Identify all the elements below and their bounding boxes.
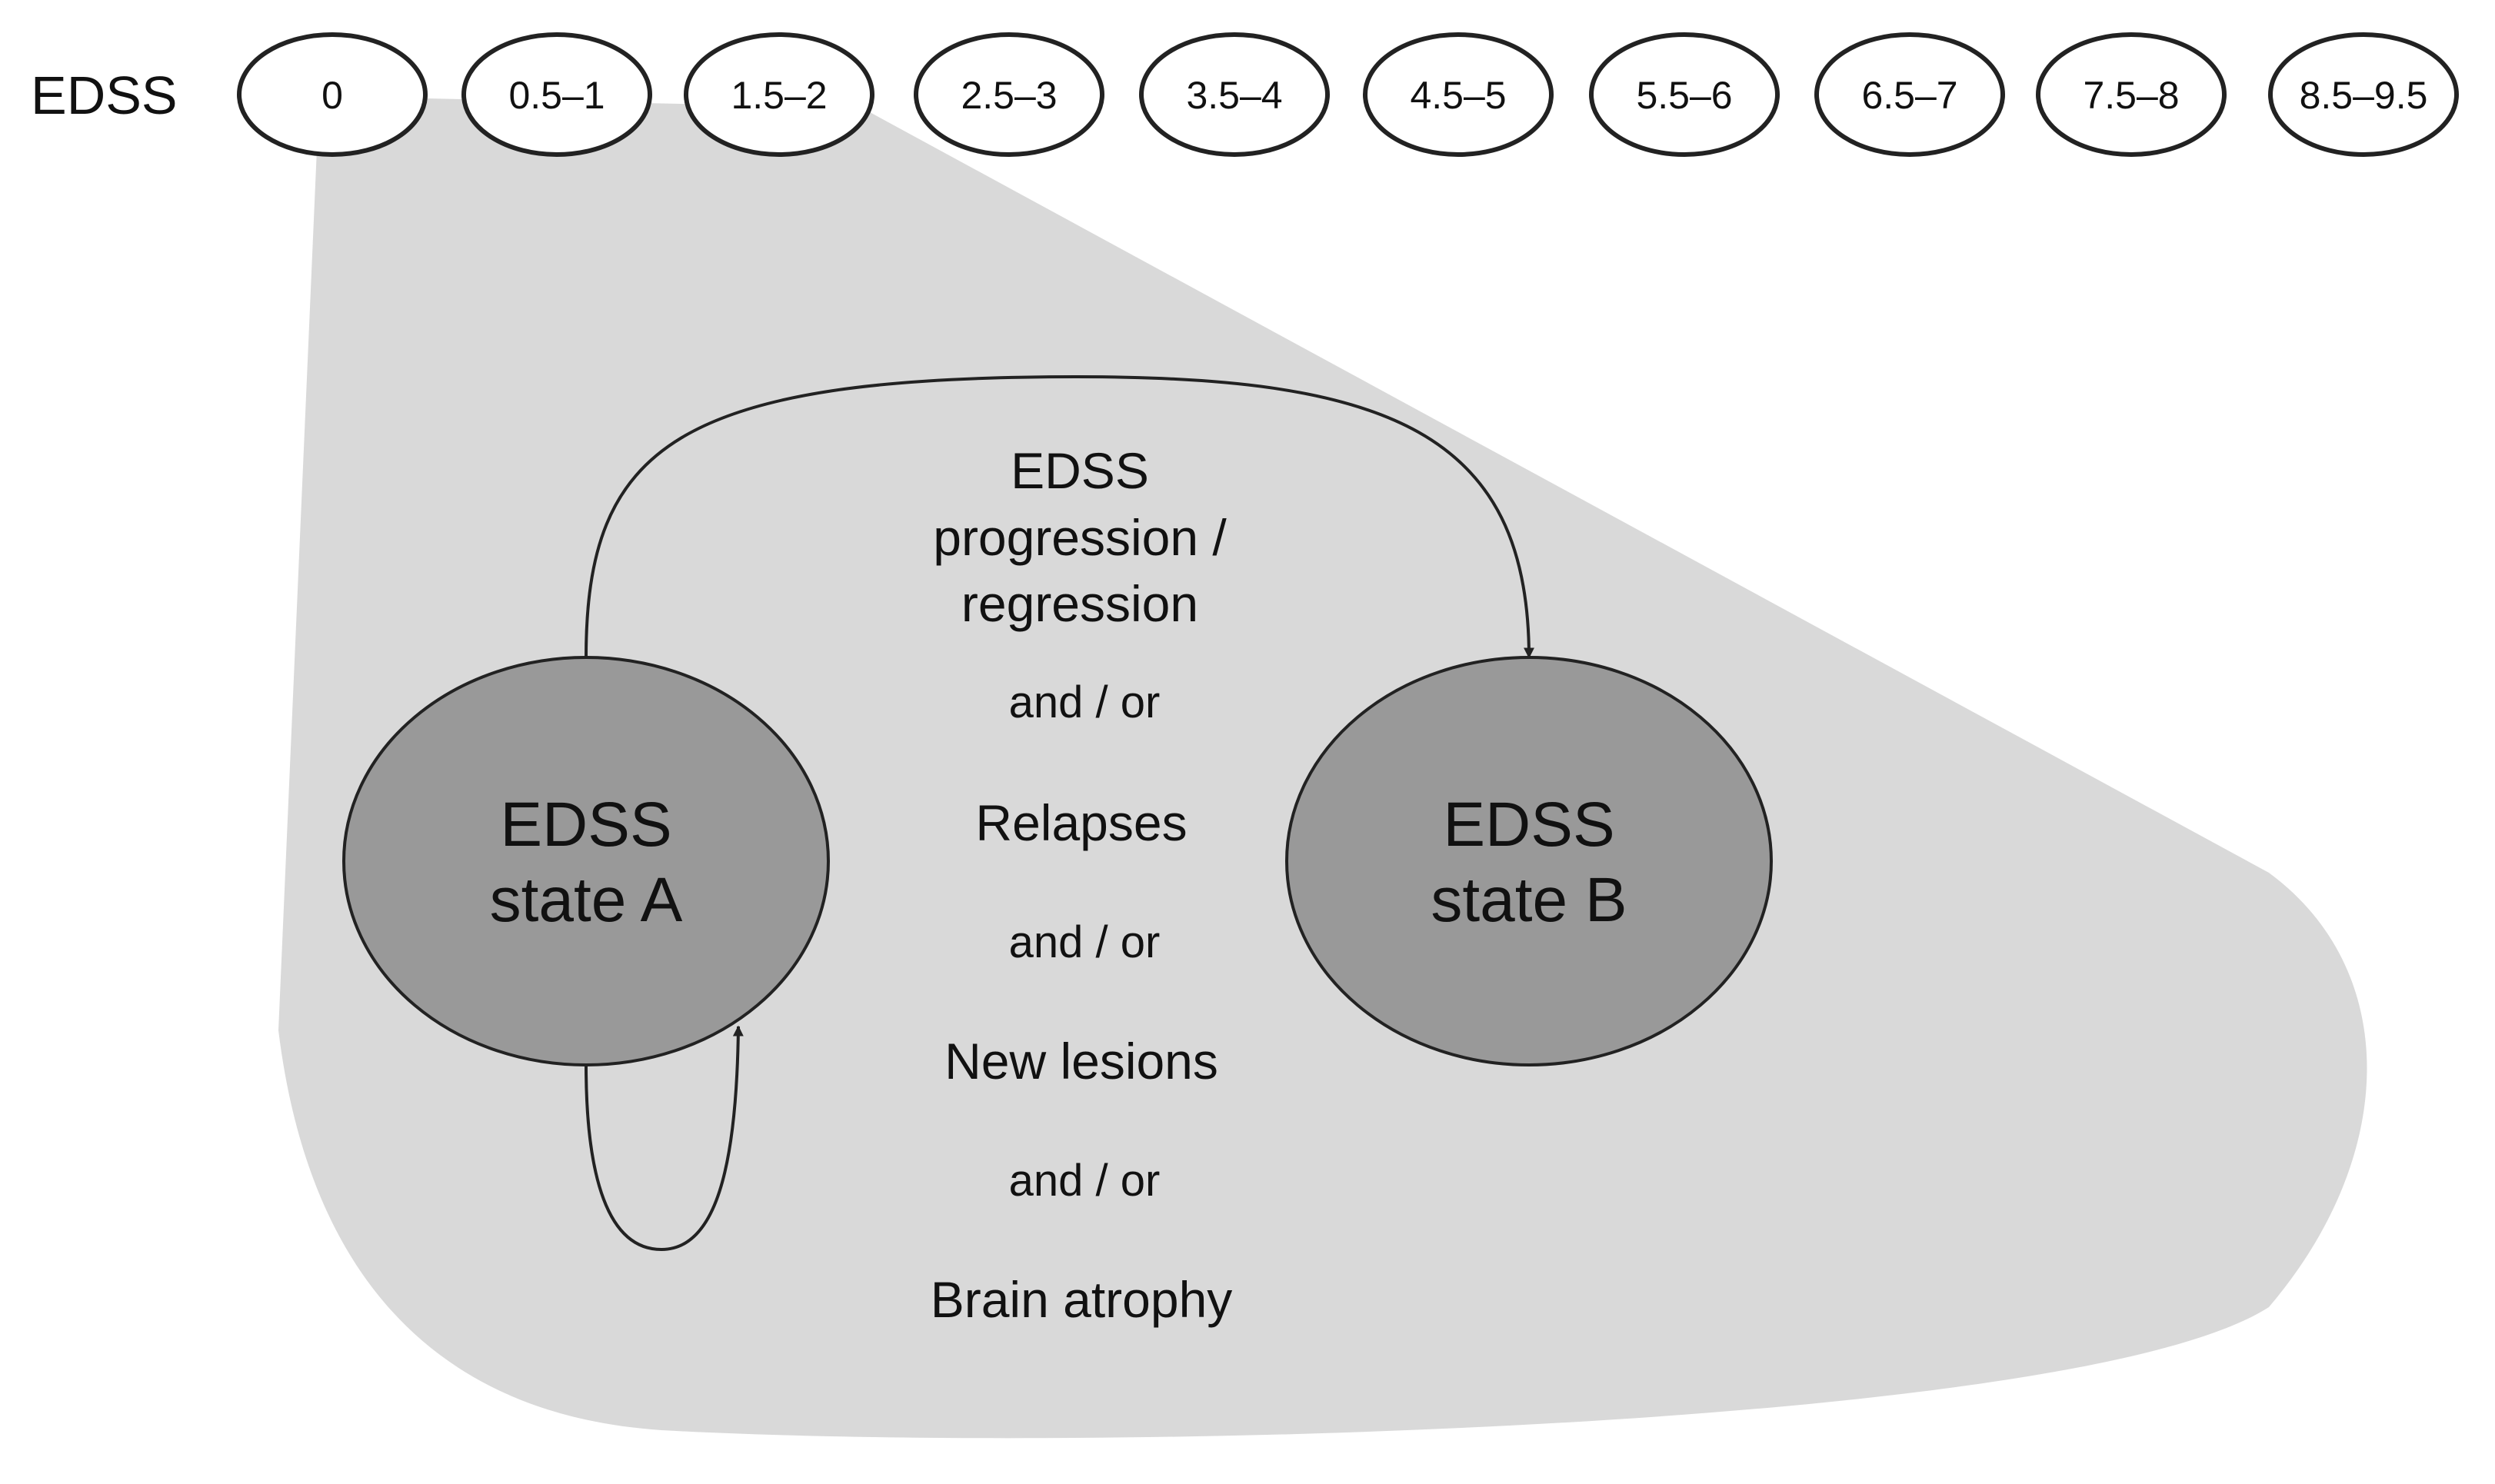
edss-scale-state: 7.5–8 <box>2036 32 2227 157</box>
transition-arrow-a-to-b <box>585 374 1534 659</box>
edss-scale-row: 0 0.5–1 1.5–2 2.5–3 3.5–4 4.5–5 5.5–6 6.5–7 7.5–… <box>237 32 2459 157</box>
edss-scale-state-label: 0.5–1 <box>508 74 605 117</box>
connector-and-or-3: and / or <box>1009 1156 1161 1206</box>
edss-scale-state: 3.5–4 <box>1139 32 1330 157</box>
state-b-label-line1: EDSS <box>1443 790 1614 860</box>
edss-scale-oval <box>1814 32 2005 157</box>
edss-scale-state: 1.5–2 <box>684 32 874 157</box>
edss-scale-oval <box>2268 32 2459 157</box>
progression-line3: regression <box>961 575 1198 632</box>
edss-scale-state-label: 5.5–6 <box>1636 74 1732 117</box>
edss-scale-state-label: 3.5–4 <box>1186 74 1282 117</box>
state-a-label-line1: EDSS <box>500 790 671 860</box>
edss-state-a-node <box>342 656 830 1066</box>
edss-state-b-node <box>1285 656 1773 1066</box>
edss-scale-state: 6.5–7 <box>1814 32 2005 157</box>
relapses-label: Relapses <box>975 794 1187 851</box>
edss-scale-label: EDSS <box>31 65 178 125</box>
edss-scale-oval <box>1363 32 1554 157</box>
connector-and-or-1: and / or <box>1009 677 1161 727</box>
edss-scale-state-label: 4.5–5 <box>1410 74 1506 117</box>
edss-scale-oval <box>237 32 428 157</box>
connector-and-or-2: and / or <box>1009 917 1161 967</box>
edss-scale-oval <box>1589 32 1780 157</box>
edss-scale-state: 0.5–1 <box>461 32 652 157</box>
edss-scale-oval <box>1139 32 1330 157</box>
edss-scale-state-label: 0 <box>321 74 343 117</box>
state-a-label-line2: state A <box>490 865 683 935</box>
state-b-label-line2: state B <box>1431 865 1627 935</box>
brain-atrophy-label: Brain atrophy <box>931 1271 1233 1328</box>
edss-scale-state-label: 8.5–9.5 <box>2300 74 2428 117</box>
progression-line1: EDSS <box>1011 442 1149 499</box>
edss-scale-oval <box>461 32 652 157</box>
edss-scale-state-label: 6.5–7 <box>1861 74 1957 117</box>
edss-scale-state: 8.5–9.5 <box>2268 32 2459 157</box>
edss-scale-state: 2.5–3 <box>914 32 1104 157</box>
edss-scale-state: 0 <box>237 32 428 157</box>
new-lesions-label: New lesions <box>944 1033 1218 1090</box>
edss-scale-state-label: 2.5–3 <box>961 74 1057 117</box>
progression-line2: progression / <box>933 509 1227 566</box>
state-a-self-loop-arrow <box>585 1025 744 1252</box>
edss-scale-oval <box>2036 32 2227 157</box>
edss-scale-state-label: 1.5–2 <box>731 74 827 117</box>
edss-scale-oval <box>914 32 1104 157</box>
edss-scale-oval <box>684 32 874 157</box>
edss-scale-state: 5.5–6 <box>1589 32 1780 157</box>
edss-scale-state: 4.5–5 <box>1363 32 1554 157</box>
edss-scale-state-label: 7.5–8 <box>2083 74 2179 117</box>
